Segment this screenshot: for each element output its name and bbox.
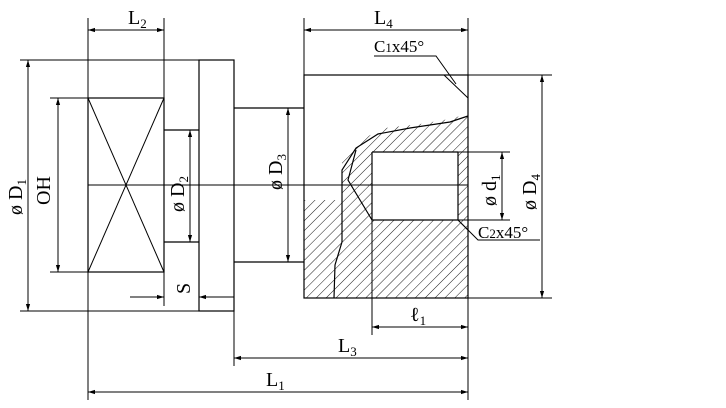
label-d2: ø D2 [167, 176, 191, 212]
svg-text:ø D2: ø D2 [167, 176, 191, 212]
label-s: S [173, 283, 195, 294]
dimensions [20, 18, 552, 400]
label-l4: L4 [374, 7, 393, 31]
label-ell1: ℓ1 [410, 304, 426, 328]
svg-text:ø D3: ø D3 [265, 154, 289, 190]
label-c1: C1x45° [374, 37, 424, 56]
svg-text:ø D4: ø D4 [519, 174, 543, 210]
label-d4: ø D4 [519, 174, 543, 210]
label-c2: C2x45° [478, 223, 528, 242]
svg-text:ø D1: ø D1 [5, 179, 29, 215]
body-section [303, 74, 469, 299]
svg-text:ø d1: ø d1 [479, 175, 503, 207]
shank [234, 107, 304, 263]
label-l3: L3 [338, 335, 357, 359]
label-oh: OH [33, 176, 55, 205]
label-d3: ø D3 [265, 154, 289, 190]
svg-text:OH: OH [33, 176, 55, 205]
svg-text:S: S [173, 283, 195, 294]
label-d1-outer: ø D1 [5, 179, 29, 215]
label-l1: L1 [266, 369, 285, 393]
label-d-small: ø d1 [479, 175, 503, 207]
label-l2: L2 [128, 7, 147, 31]
